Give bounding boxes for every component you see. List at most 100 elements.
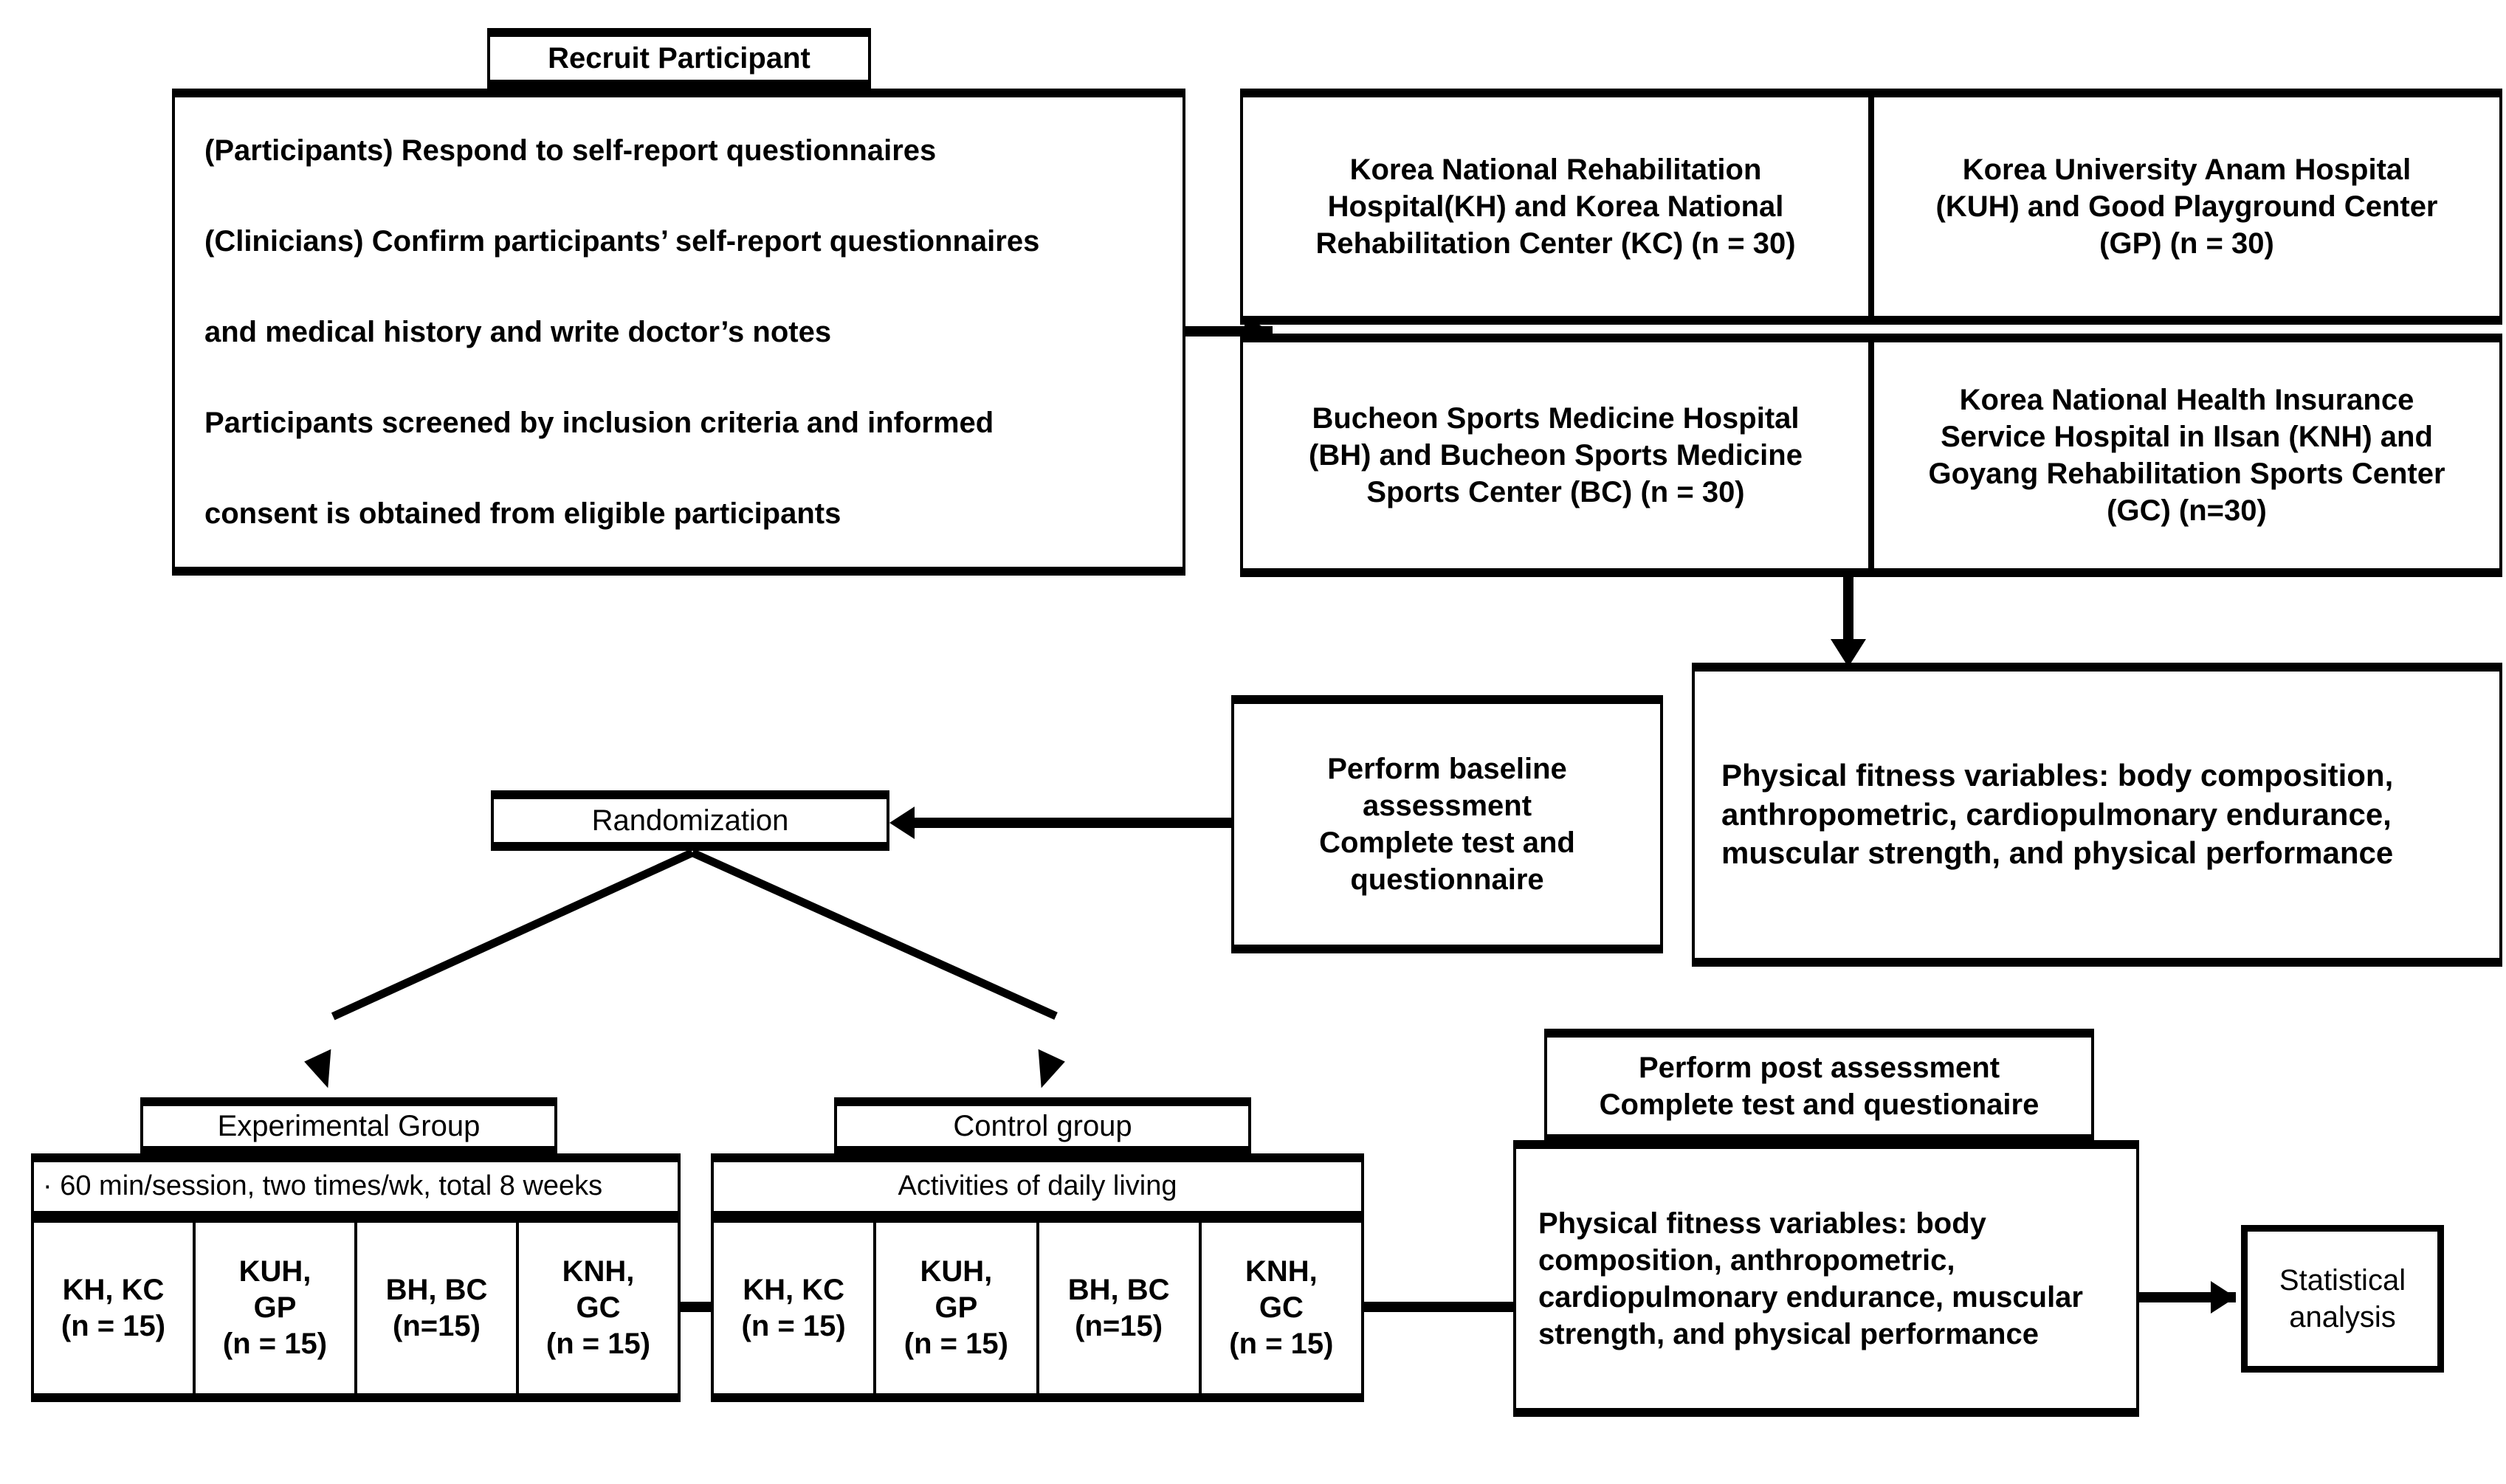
experimental-cell-knh-gc: KNH, GC (n = 15) [519,1223,678,1393]
control-cell-bh-bc-line-1: BH, BC [1067,1273,1170,1306]
recruit-participant-header-box: Recruit Participant [487,28,871,89]
site-bh-bc-line-1: Bucheon Sports Medicine Hospital [1312,402,1800,435]
site-box-knrh-knrc: Korea National Rehabilitation Hospital(K… [1240,89,1871,325]
recruit-participant-header-label: Recruit Participant [548,42,810,75]
experimental-protocol-label: · 60 min/session, two times/wk, total 8 … [43,1170,603,1202]
experimental-cell-knh-gc-line-3: (n = 15) [545,1327,651,1360]
site-knh-gc-line-2: Service Hospital in Ilsan (KNH) and [1941,421,2433,453]
control-cell-bh-bc: BH, BC (n=15) [1039,1223,1202,1393]
site-knrh-knrc-line-3: Rehabilitation Center (KC) (n = 30) [1315,227,1796,260]
post-assessment-body-line-4: strength, and physical performance [1538,1317,2039,1350]
baseline-variables-line-2: anthropometric, cardiopulmonary enduranc… [1721,796,2392,832]
baseline-assessment-lines: Perform baseline assessment Complete tes… [1247,750,1647,898]
baseline-assessment-box: Perform baseline assessment Complete tes… [1231,695,1663,953]
experimental-cell-kuh-gp: KUH, GP (n = 15) [196,1223,357,1393]
site-knh-gc-line-1: Korea National Health Insurance [1959,384,2414,416]
statistical-analysis-line-1: Statistical [2279,1264,2406,1297]
site-bh-bc-line-3: Sports Center (BC) (n = 30) [1366,476,1745,508]
baseline-variables-lines: Physical fitness variables: body composi… [1708,756,2486,873]
experimental-cell-kuh-gp-line-3: (n = 15) [222,1327,328,1360]
control-group-header-box: Control group [834,1097,1251,1155]
control-cell-knh-gc: KNH, GC (n = 15) [1202,1223,1361,1393]
control-cell-knh-gc-line-2: GC [1259,1291,1304,1325]
experimental-cell-kuh-gp-line-1: KUH, [238,1255,311,1288]
site-knrh-knrc-lines: Korea National Rehabilitation Hospital(K… [1256,151,1855,262]
baseline-assessment-line-3: Complete test and [1319,826,1575,859]
post-assessment-body-line-1: Physical fitness variables: body [1538,1207,1986,1240]
post-assessment-header-line-2: Complete test and questionaire [1599,1088,2039,1121]
control-cell-knh-gc-line-3: (n = 15) [1229,1327,1334,1360]
control-cell-kh-kc-line-1: KH, KC [743,1273,845,1306]
experimental-cell-kh-kc-line-2: (n = 15) [61,1309,166,1342]
connector-control-arrowhead [1024,1049,1065,1093]
recruit-line-5: consent is obtained from eligible partic… [204,497,841,531]
arrow-control-to-post-shaft [1361,1302,1542,1312]
site-kuh-gp-line-1: Korea University Anam Hospital [1962,153,2412,186]
site-kuh-gp-line-2: (KUH) and Good Playground Center [1935,190,2438,223]
recruit-line-4: Participants screened by inclusion crite… [204,407,994,440]
baseline-assessment-line-4: questionnaire [1350,863,1544,896]
arrow-sites-to-variables-shaft [1843,573,1853,654]
control-cell-kh-kc: KH, KC (n = 15) [714,1223,877,1393]
control-cell-knh-gc-line-1: KNH, [1245,1255,1318,1288]
site-knrh-knrc-line-1: Korea National Rehabilitation [1349,153,1762,186]
experimental-cell-knh-gc-line-1: KNH, [562,1255,635,1288]
recruit-line-2: (Clinicians) Confirm participants’ self-… [204,224,1040,258]
arrow-post-to-statistics-head [2211,1281,2236,1314]
control-group-header-label: Control group [953,1110,1132,1142]
recruit-participant-lines: (Participants) Respond to self-report qu… [188,86,1169,579]
site-box-knh-gc: Korea National Health Insurance Service … [1871,334,2502,577]
baseline-variables-line-3: muscular strength, and physical performa… [1721,835,2394,871]
site-box-kuh-gp: Korea University Anam Hospital (KUH) and… [1871,89,2502,325]
experimental-cell-bh-bc-line-2: (n=15) [393,1309,481,1342]
connector-experimental-arrowhead [304,1049,345,1093]
statistical-analysis-lines: Statistical analysis [2248,1262,2437,1336]
arrow-assessment-to-randomization-head [889,807,915,839]
control-cell-kh-kc-line-2: (n = 15) [741,1309,846,1342]
statistical-analysis-line-2: analysis [2289,1301,2396,1333]
baseline-variables-line-1: Physical fitness variables: body composi… [1721,758,2394,793]
baseline-variables-box: Physical fitness variables: body composi… [1692,663,2502,967]
experimental-protocol-box: · 60 min/session, two times/wk, total 8 … [31,1153,681,1220]
post-assessment-body-line-2: composition, anthropometric, [1538,1243,1955,1277]
randomization-box: Randomization [491,790,889,851]
control-protocol-box: Activities of daily living [711,1153,1364,1220]
control-protocol-label: Activities of daily living [898,1170,1177,1202]
experimental-cell-kuh-gp-line-2: GP [253,1291,297,1325]
connector-experimental-to-control [678,1302,712,1312]
experimental-cell-knh-gc-line-2: GC [576,1291,621,1325]
site-knh-gc-line-3: Goyang Rehabilitation Sports Center [1928,458,2445,490]
connector-randomization-to-experimental [331,849,695,1021]
site-kuh-gp-line-3: (GP) (n = 30) [2099,227,2274,260]
baseline-assessment-line-2: assessment [1362,790,1532,822]
control-cells-container: KH, KC (n = 15) KUH, GP (n = 15) BH, BC … [711,1214,1364,1402]
control-cell-bh-bc-line-2: (n=15) [1075,1309,1163,1342]
post-assessment-header-lines: Perform post assessment Complete test an… [1547,1049,2091,1123]
experimental-cell-bh-bc-line-1: BH, BC [385,1273,488,1306]
site-box-bh-bc: Bucheon Sports Medicine Hospital (BH) an… [1240,334,1871,577]
connector-randomization-to-control [690,849,1058,1020]
control-cell-kuh-gp-line-2: GP [934,1291,978,1325]
recruit-line-1: (Participants) Respond to self-report qu… [204,134,937,167]
experimental-group-header-box: Experimental Group [140,1097,557,1155]
experimental-cell-bh-bc: BH, BC (n=15) [357,1223,519,1393]
site-knh-gc-lines: Korea National Health Insurance Service … [1887,382,2486,529]
arrow-sites-to-variables-head [1831,639,1866,667]
control-cell-kuh-gp-line-1: KUH, [920,1255,993,1288]
control-cell-kuh-gp-line-3: (n = 15) [903,1327,1008,1360]
experimental-cells-container: KH, KC (n = 15) KUH, GP (n = 15) BH, BC … [31,1214,681,1402]
site-bh-bc-lines: Bucheon Sports Medicine Hospital (BH) an… [1256,400,1855,511]
experimental-cell-kh-kc-line-1: KH, KC [62,1273,165,1306]
control-cell-kuh-gp: KUH, GP (n = 15) [876,1223,1039,1393]
arrow-assessment-to-randomization-shaft [915,818,1233,828]
post-assessment-body-line-3: cardiopulmonary endurance, muscular [1538,1280,2083,1314]
experimental-group-header-label: Experimental Group [217,1110,481,1142]
baseline-assessment-line-1: Perform baseline [1327,753,1567,785]
statistical-analysis-box: Statistical analysis [2241,1225,2444,1373]
post-assessment-body-lines: Physical fitness variables: body composi… [1529,1205,2123,1353]
post-assessment-body-box: Physical fitness variables: body composi… [1513,1140,2139,1417]
post-assessment-header-box: Perform post assessment Complete test an… [1544,1029,2094,1143]
post-assessment-header-line-1: Perform post assessment [1638,1051,2000,1084]
randomization-label: Randomization [591,804,789,837]
